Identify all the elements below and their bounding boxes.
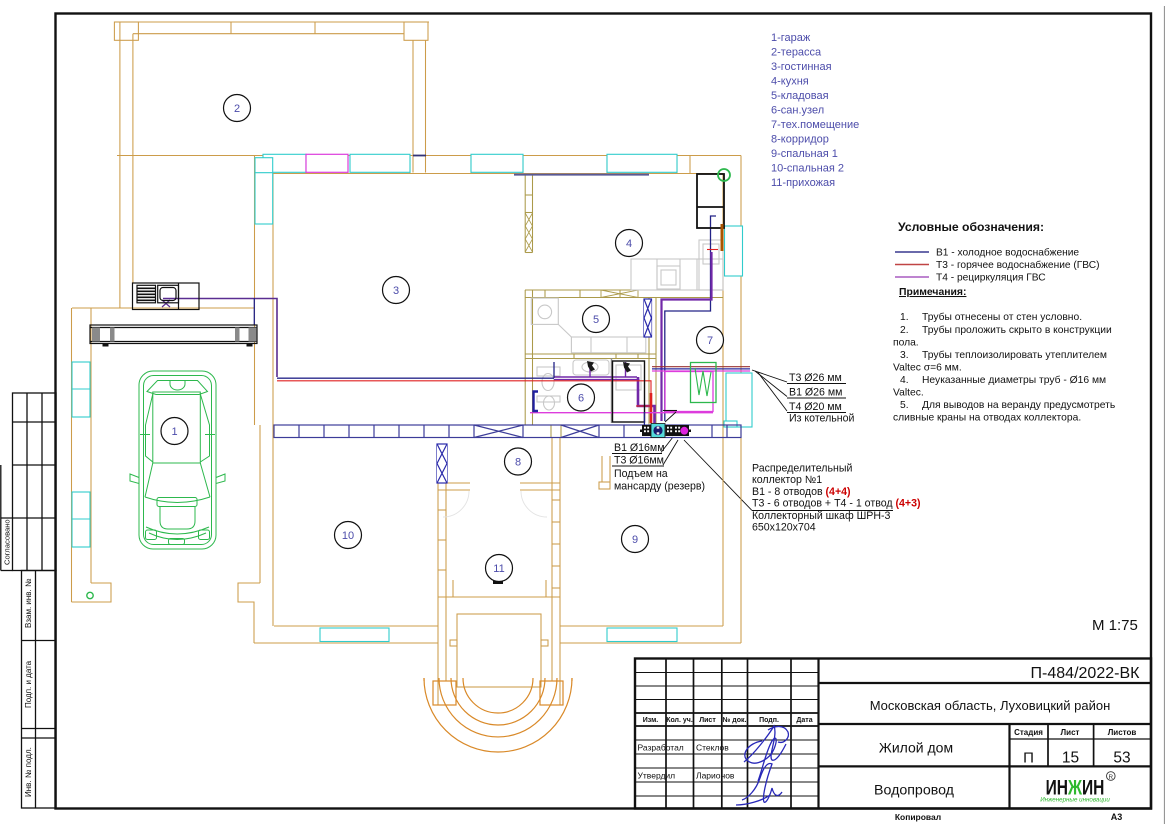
svg-text:Лист: Лист bbox=[1061, 728, 1080, 737]
svg-text:R: R bbox=[1109, 774, 1114, 781]
svg-text:Т4 Ø20 мм: Т4 Ø20 мм bbox=[789, 401, 842, 413]
svg-text:1: 1 bbox=[171, 426, 177, 438]
svg-text:Примечания:: Примечания: bbox=[899, 287, 966, 298]
svg-text:1-гараж: 1-гараж bbox=[771, 32, 811, 44]
svg-text:Трубы проложить скрыто в конст: Трубы проложить скрыто в конструкции bbox=[922, 324, 1112, 336]
svg-text:10-спальная 2: 10-спальная 2 bbox=[771, 163, 844, 175]
svg-text:5-кладовая: 5-кладовая bbox=[771, 90, 829, 102]
svg-text:6: 6 bbox=[578, 393, 584, 405]
svg-text:Изм.: Изм. bbox=[643, 717, 659, 724]
svg-text:Лист: Лист bbox=[699, 717, 716, 724]
svg-text:3: 3 bbox=[393, 285, 399, 297]
svg-text:Инв. № подл.: Инв. № подл. bbox=[24, 747, 33, 797]
svg-text:Водопровод: Водопровод bbox=[874, 783, 955, 799]
svg-text:Неуказанные диаметры труб - Ø1: Неуказанные диаметры труб - Ø16 мм bbox=[922, 374, 1106, 386]
svg-text:Московская область, Луховицкий: Московская область, Луховицкий район bbox=[870, 698, 1111, 713]
svg-text:1.: 1. bbox=[900, 312, 909, 323]
svg-text:Согласовано: Согласовано bbox=[3, 519, 12, 565]
svg-text:Дата: Дата bbox=[796, 717, 812, 724]
svg-text:П: П bbox=[1023, 750, 1034, 767]
svg-text:2: 2 bbox=[234, 103, 240, 115]
svg-text:В1 Ø16мм: В1 Ø16мм bbox=[614, 442, 665, 454]
svg-text:В1 Ø26 мм: В1 Ø26 мм bbox=[789, 387, 842, 399]
svg-text:7: 7 bbox=[707, 335, 713, 347]
svg-text:Стеклов: Стеклов bbox=[696, 743, 729, 753]
svg-text:Valtec.: Valtec. bbox=[893, 388, 924, 399]
svg-text:Т3 - горячее водоснабжение (ГВ: Т3 - горячее водоснабжение (ГВС) bbox=[936, 259, 1100, 271]
svg-text:коллектор №1: коллектор №1 bbox=[752, 474, 822, 486]
svg-text:2.: 2. bbox=[900, 325, 909, 336]
svg-text:Из котельной: Из котельной bbox=[789, 413, 855, 425]
svg-text:Т3 Ø16мм: Т3 Ø16мм bbox=[614, 455, 664, 467]
svg-text:Условные обозначения:: Условные обозначения: bbox=[898, 220, 1044, 234]
svg-text:Трубы теплоизолировать утеплит: Трубы теплоизолировать утеплителем bbox=[922, 349, 1107, 361]
svg-text:7-тех.помещение: 7-тех.помещение bbox=[771, 119, 859, 131]
svg-text:Трубы отнесены от стен условно: Трубы отнесены от стен условно. bbox=[922, 311, 1082, 323]
svg-text:Утвердил: Утвердил bbox=[638, 771, 676, 781]
svg-text:№ док.: № док. bbox=[723, 716, 747, 724]
svg-text:2-терасса: 2-терасса bbox=[771, 47, 822, 59]
svg-text:6-сан.узел: 6-сан.узел bbox=[771, 105, 824, 117]
svg-text:Valtec σ=6 мм.: Valtec σ=6 мм. bbox=[893, 363, 962, 374]
svg-text:А3: А3 bbox=[1111, 812, 1123, 822]
svg-text:мансарду (резерв): мансарду (резерв) bbox=[614, 481, 705, 493]
svg-text:В1 - 8 отводов (4+4): В1 - 8 отводов (4+4) bbox=[752, 486, 851, 498]
svg-text:4: 4 bbox=[626, 238, 632, 250]
svg-text:Коллекторный шкаф ШРН-3: Коллекторный шкаф ШРН-3 bbox=[752, 510, 891, 522]
svg-text:15: 15 bbox=[1062, 750, 1079, 767]
svg-text:В1 - холодное водоснабжение: В1 - холодное водоснабжение bbox=[936, 247, 1079, 259]
svg-text:Подъем на: Подъем на bbox=[614, 468, 668, 480]
svg-text:4.: 4. bbox=[900, 375, 909, 386]
svg-text:11: 11 bbox=[493, 563, 504, 575]
svg-text:5: 5 bbox=[593, 314, 599, 326]
svg-text:650х120х704: 650х120х704 bbox=[752, 522, 816, 534]
svg-text:9-спальная 1: 9-спальная 1 bbox=[771, 148, 838, 160]
svg-text:Подп. и дата: Подп. и дата bbox=[24, 660, 33, 708]
svg-text:9: 9 bbox=[632, 534, 638, 546]
svg-text:Разработал: Разработал bbox=[638, 743, 684, 753]
svg-text:Инженерные инновации: Инженерные инновации bbox=[1040, 797, 1110, 804]
svg-text:Подп.: Подп. bbox=[759, 717, 779, 724]
svg-text:Распределительный: Распределительный bbox=[752, 463, 852, 475]
svg-text:М 1:75: М 1:75 bbox=[1092, 617, 1138, 634]
svg-text:53: 53 bbox=[1113, 750, 1130, 767]
svg-text:ИНЖИН: ИНЖИН bbox=[1046, 775, 1105, 799]
svg-text:Т4 - рециркуляция ГВС: Т4 - рециркуляция ГВС bbox=[936, 273, 1046, 284]
svg-text:Т3 Ø26 мм: Т3 Ø26 мм bbox=[789, 372, 842, 384]
svg-text:4-кухня: 4-кухня bbox=[771, 76, 809, 88]
svg-text:Листов: Листов bbox=[1108, 728, 1137, 737]
svg-text:3.: 3. bbox=[900, 350, 909, 361]
svg-text:Т3 - 6 отводов + Т4 - 1 отвод: Т3 - 6 отводов + Т4 - 1 отвод (4+3) bbox=[752, 498, 921, 510]
svg-text:10: 10 bbox=[342, 530, 354, 542]
svg-text:Ларионов: Ларионов bbox=[696, 771, 735, 781]
svg-text:11-прихожая: 11-прихожая bbox=[771, 177, 835, 189]
svg-text:Взам. инв. №: Взам. инв. № bbox=[24, 578, 33, 628]
svg-text:3-гостинная: 3-гостинная bbox=[771, 61, 832, 73]
svg-text:5.: 5. bbox=[900, 400, 909, 411]
svg-text:8: 8 bbox=[515, 457, 521, 469]
svg-text:8-корридор: 8-корридор bbox=[771, 134, 829, 146]
svg-text:Кол. уч.: Кол. уч. bbox=[666, 717, 693, 724]
svg-text:Для выводов на веранду предусм: Для выводов на веранду предусмотреть bbox=[922, 400, 1115, 411]
svg-text:Стадия: Стадия bbox=[1014, 728, 1043, 737]
svg-text:П-484/2022-ВК: П-484/2022-ВК bbox=[1031, 665, 1141, 682]
svg-text:Копировал: Копировал bbox=[895, 812, 941, 822]
svg-text:пола.: пола. bbox=[893, 338, 919, 349]
svg-text:Жилой дом: Жилой дом bbox=[879, 740, 953, 756]
svg-text:сливные краны на отводах колле: сливные краны на отводах коллектора. bbox=[893, 413, 1081, 424]
